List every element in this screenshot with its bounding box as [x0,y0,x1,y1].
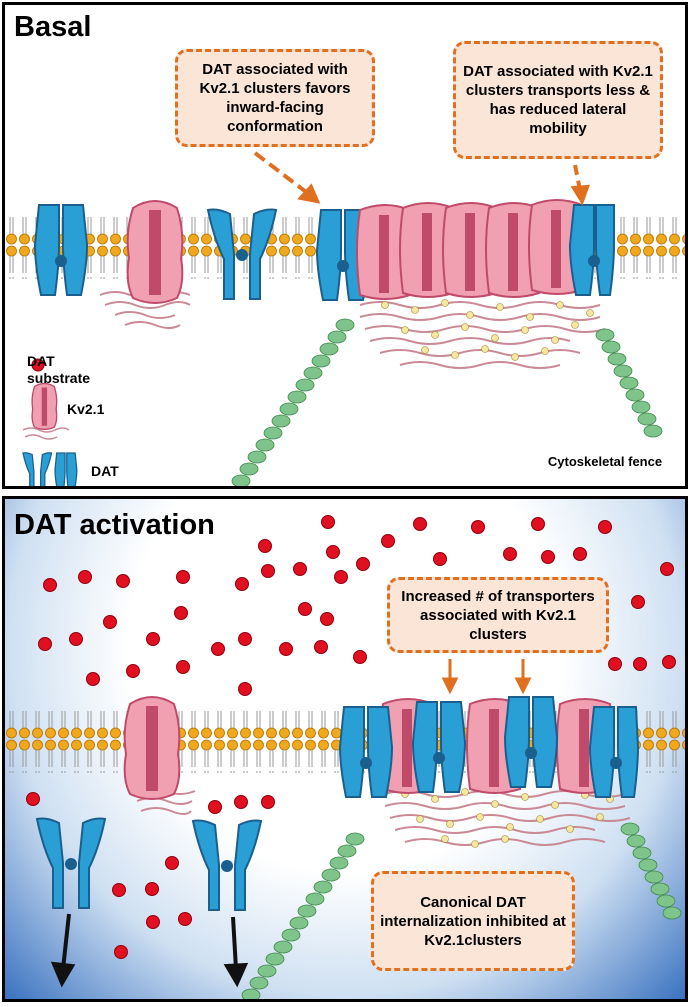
callout-arrow [441,659,532,695]
internalized-dat [35,817,107,909]
legend-dat-label: DAT [91,463,119,479]
kv21-channel [123,696,181,800]
activation-panel: DAT activation Increased # of transporte… [2,496,688,1002]
internalization-arrow [50,913,249,988]
legend-substrate-icon [31,358,45,372]
legend-substrate-label: DAT substrate [27,353,91,386]
callout-arrow [253,151,590,206]
dat-transporter [568,204,615,296]
legend-kv21-label: Kv2.1 [67,401,105,417]
basal-illustration [5,151,685,486]
legend-dat-icon [54,452,78,486]
cluster-tails [359,301,606,369]
legend-kv21-tail-icon [22,427,70,440]
basal-panel: Basal DAT associated with Kv2.1 clusters… [2,2,688,489]
callout-reduced-mobility: DAT associated with Kv2.1 clusters trans… [453,41,663,159]
dat-transporter [503,696,559,788]
cytoskeletal-fence-label: Cytoskeletal fence [547,454,663,469]
cytoskeletal-fence-right [620,822,682,920]
kv21-channel [126,200,184,304]
cytoskeletal-fence-left [241,832,365,999]
callout-inward-facing: DAT associated with Kv2.1 clusters favor… [175,49,375,147]
dat-substrate-molecules [26,515,676,959]
callout-increased-transporters: Increased # of transporters associated w… [387,577,609,653]
cluster-dots [381,299,594,361]
dat-transporter [206,208,278,300]
dat-transporter [338,706,394,798]
callout-internalization-inhibited: Canonical DAT internalization inhibited … [371,871,575,971]
activation-illustration [5,515,685,999]
cytoskeletal-fence-left [231,318,355,486]
legend-dat-icon [22,452,53,486]
dat-transporter [588,706,640,798]
kv21-cluster [356,199,586,300]
legend-kv21-icon [31,382,58,431]
cytoskeletal-fence-right [595,328,663,438]
panel-title-basal: Basal [14,11,92,43]
dat-transporter [33,204,89,296]
internalized-dat [191,819,263,911]
dat-transporter [411,701,467,793]
panel-title-activation: DAT activation [14,509,215,541]
